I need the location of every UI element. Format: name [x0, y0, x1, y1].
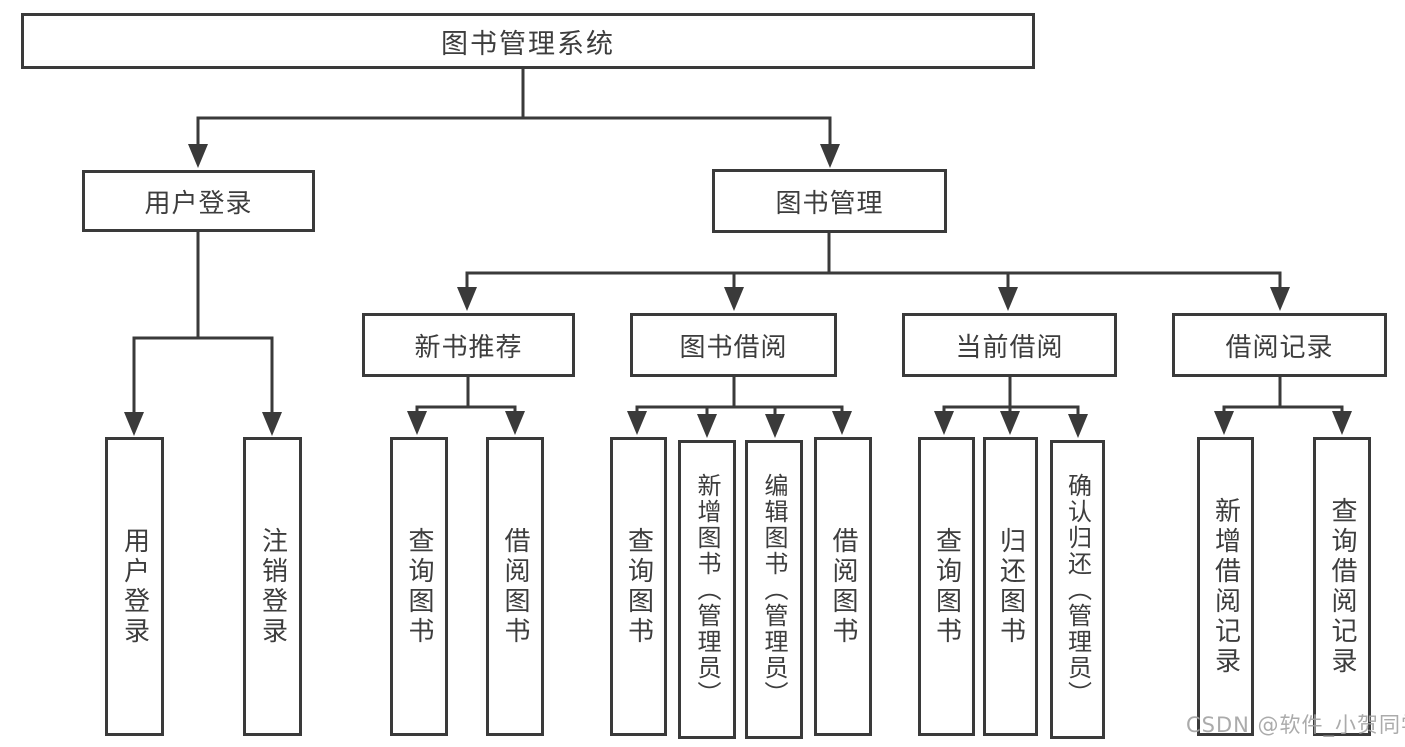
arrow-down-icon — [457, 287, 477, 311]
arrowheads — [124, 144, 1352, 438]
node-label: 新增图书（管理员） — [693, 472, 721, 707]
connector-current-borrowing-branch — [942, 377, 1080, 416]
connector-user-login-branch — [132, 232, 274, 414]
node-label: 注销登录 — [257, 526, 288, 647]
arrow-down-icon — [1332, 411, 1352, 435]
arrow-down-icon — [820, 144, 840, 168]
node-new-book-recommendation: 新书推荐 — [362, 313, 575, 377]
node-label: 查询图书 — [623, 526, 654, 647]
node-book-borrowing: 图书借阅 — [630, 313, 837, 377]
arrow-down-icon — [724, 287, 744, 311]
leaf-logout-login: 注销登录 — [243, 437, 302, 736]
arrow-down-icon — [998, 287, 1018, 311]
leaf-user-login: 用户登录 — [105, 437, 164, 736]
arrow-down-icon — [1214, 411, 1234, 435]
node-label: 确认归还（管理员） — [1063, 472, 1092, 707]
node-label: 图书借阅 — [679, 332, 788, 363]
arrow-down-icon — [188, 144, 208, 168]
leaf-query-books-borrowing: 查询图书 — [610, 437, 667, 736]
connector-book-management-branch — [465, 233, 1282, 289]
node-label: 新增借阅记录 — [1210, 496, 1241, 677]
leaf-query-books-current: 查询图书 — [918, 437, 975, 736]
node-label: 查询借阅记录 — [1327, 496, 1357, 677]
node-label: 用户登录 — [119, 526, 150, 647]
arrow-down-icon — [505, 411, 525, 435]
leaf-add-books-admin: 新增图书（管理员） — [678, 440, 736, 739]
node-label: 图书管理系统 — [441, 28, 615, 60]
arrow-down-icon — [832, 411, 852, 435]
leaf-confirm-return-admin: 确认归还（管理员） — [1050, 440, 1105, 739]
node-label: 用户登录 — [144, 188, 253, 219]
node-label: 查询图书 — [931, 526, 962, 647]
leaf-query-borrow-record: 查询借阅记录 — [1313, 437, 1371, 736]
node-library-management-system: 图书管理系统 — [21, 13, 1035, 69]
node-label: 借阅记录 — [1225, 332, 1334, 363]
node-user-login: 用户登录 — [82, 170, 315, 232]
arrow-down-icon — [407, 411, 427, 435]
connector-new-book-branch — [415, 377, 517, 413]
leaf-borrow-books-recommend: 借阅图书 — [486, 437, 544, 736]
arrow-down-icon — [1270, 287, 1290, 311]
node-label: 编辑图书（管理员） — [760, 472, 788, 707]
arrow-down-icon — [262, 412, 282, 436]
node-label: 查询图书 — [404, 526, 434, 647]
leaf-edit-books-admin: 编辑图书（管理员） — [745, 440, 803, 739]
node-current-borrowing: 当前借阅 — [902, 313, 1117, 377]
connector-book-borrowing-branch — [635, 377, 844, 416]
node-label: 归还图书 — [995, 526, 1026, 647]
connector-borrow-records-branch — [1222, 377, 1344, 413]
arrow-down-icon — [934, 411, 954, 435]
node-label: 图书管理 — [775, 188, 884, 219]
leaf-query-books-recommend: 查询图书 — [390, 437, 448, 736]
node-book-management: 图书管理 — [712, 169, 947, 233]
node-label: 新书推荐 — [414, 332, 523, 363]
leaf-add-borrow-record: 新增借阅记录 — [1197, 437, 1254, 736]
connector-root-to-level1 — [196, 69, 832, 146]
node-label: 借阅图书 — [500, 526, 530, 647]
arrow-down-icon — [697, 414, 717, 438]
node-borrow-records: 借阅记录 — [1172, 313, 1387, 377]
arrow-down-icon — [124, 412, 144, 436]
leaf-borrow-books-borrowing: 借阅图书 — [814, 437, 872, 736]
arrow-down-icon — [1000, 411, 1020, 435]
arrow-down-icon — [1068, 414, 1088, 438]
node-label: 当前借阅 — [955, 332, 1064, 363]
csdn-watermark: CSDN @软件_小贺同学 — [1186, 713, 1405, 737]
leaf-return-books: 归还图书 — [983, 437, 1038, 736]
arrow-down-icon — [765, 414, 785, 438]
arrow-down-icon — [627, 411, 647, 435]
node-label: 借阅图书 — [828, 526, 858, 647]
